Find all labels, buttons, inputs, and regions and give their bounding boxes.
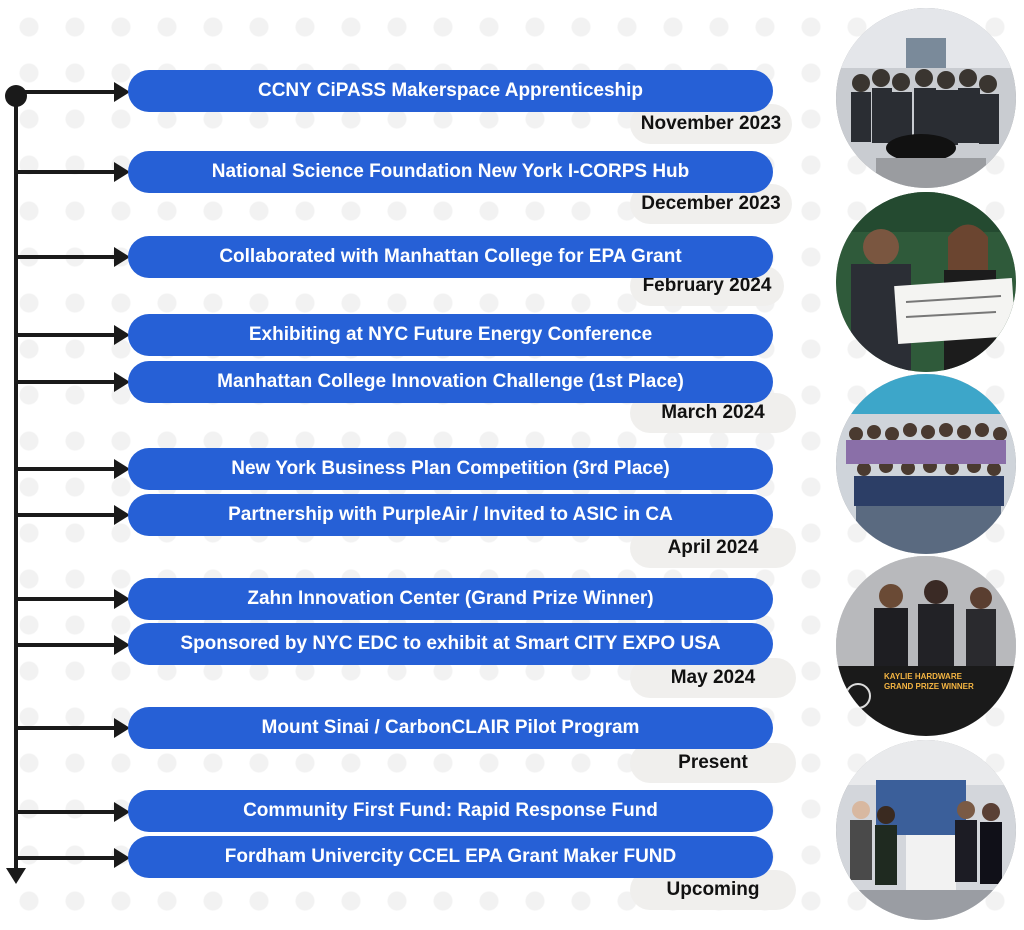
timeline-event: Collaborated with Manhattan College for … (128, 236, 773, 278)
award-banner-line1: KAYLIE HARDWARE (884, 672, 962, 681)
timeline-event: Exhibiting at NYC Future Energy Conferen… (128, 314, 773, 356)
branch-arrow-icon (16, 459, 130, 479)
branch-arrow-icon (16, 635, 130, 655)
timeline-end-arrow-icon (6, 868, 26, 884)
photo-makerspace-group (836, 8, 1016, 188)
photo-conference-group (836, 374, 1016, 554)
branch-arrow-icon (16, 372, 130, 392)
branch-arrow-icon (16, 325, 130, 345)
photo-award-winners: KAYLIE HARDWARE GRAND PRIZE WINNER (836, 556, 1016, 736)
timeline-event: Mount Sinai / CarbonCLAIR Pilot Program (128, 707, 773, 749)
timeline-event: Zahn Innovation Center (Grand Prize Winn… (128, 578, 773, 620)
timeline-event: Fordham Univercity CCEL EPA Grant Maker … (128, 836, 773, 878)
timeline-event: Manhattan College Innovation Challenge (… (128, 361, 773, 403)
timeline-event: Partnership with PurpleAir / Invited to … (128, 494, 773, 536)
timeline-start-dot (5, 85, 27, 107)
timeline-event: National Science Foundation New York I-C… (128, 151, 773, 193)
branch-arrow-icon (16, 82, 130, 102)
branch-arrow-icon (16, 589, 130, 609)
award-banner-line2: GRAND PRIZE WINNER (884, 682, 974, 691)
branch-arrow-icon (16, 247, 130, 267)
timeline-event: CCNY CiPASS Makerspace Apprenticeship (128, 70, 773, 112)
photo-check-presentation (836, 192, 1016, 372)
branch-arrow-icon (16, 505, 130, 525)
timeline-spine (14, 94, 18, 870)
date-label: Present (630, 743, 796, 783)
photo-expo-booth (836, 740, 1016, 920)
timeline-event: Sponsored by NYC EDC to exhibit at Smart… (128, 623, 773, 665)
timeline-event: New York Business Plan Competition (3rd … (128, 448, 773, 490)
timeline-event: Community First Fund: Rapid Response Fun… (128, 790, 773, 832)
branch-arrow-icon (16, 162, 130, 182)
branch-arrow-icon (16, 802, 130, 822)
branch-arrow-icon (16, 718, 130, 738)
branch-arrow-icon (16, 848, 130, 868)
